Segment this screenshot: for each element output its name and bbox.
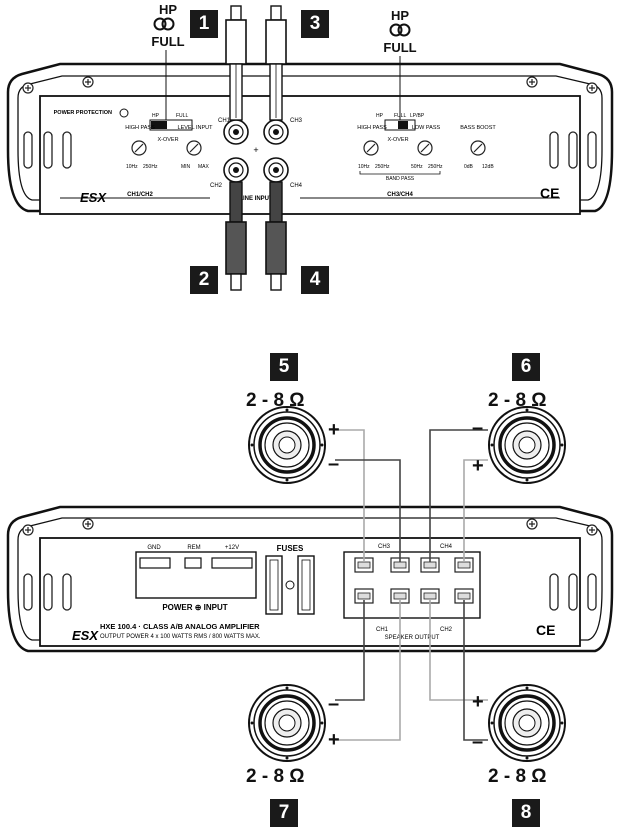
esx-logo-top: ESX <box>80 190 107 205</box>
xover-right: X-OVER <box>387 137 408 143</box>
output-power-label: OUTPUT POWER 4 x 100 WATTS RMS / 800 WAT… <box>100 634 261 640</box>
lpbp-mini-right: LP/BP <box>410 113 425 119</box>
xover-left: X-OVER <box>157 137 178 143</box>
hp-mini-left: HP <box>152 113 160 119</box>
polarity-plus-6: + <box>472 455 484 477</box>
bass-boost-knob[interactable] <box>470 140 486 156</box>
model-label: HXE 100.4 · CLASS A/B ANALOG AMPLIFIER <box>100 622 260 631</box>
min-left: MIN <box>181 164 191 170</box>
speaker-8 <box>487 683 567 763</box>
switch-full-label-left: FULL <box>151 34 185 49</box>
max-left: MAX <box>198 164 210 170</box>
esx-logo-bottom: ESX <box>72 628 99 643</box>
power-protection-label: POWER PROTECTION <box>54 110 112 116</box>
high-pass-knob-right[interactable] <box>363 140 379 156</box>
polarity-plus-7: + <box>328 729 340 751</box>
full-mini-left: FULL <box>176 113 188 119</box>
callout-badge-2: 2 <box>190 266 218 294</box>
callout-badge-7: 7 <box>270 799 298 827</box>
ch4-label-bottom: CH4 <box>440 544 453 550</box>
bass-boost-label: BASS BOOST <box>460 125 496 131</box>
polarity-plus-5: + <box>328 419 340 441</box>
switch-hp-label-right: HP <box>390 8 410 23</box>
speaker-5 <box>247 405 327 485</box>
rca-plug-1 <box>225 5 247 121</box>
ch12-label: CH1/CH2 <box>127 192 153 198</box>
high-pass-right: HIGH PASS <box>357 125 387 131</box>
switch-hp-label-left: HP <box>158 2 178 17</box>
callout-badge-6: 6 <box>512 353 540 381</box>
ch2-label-bottom: CH2 <box>440 627 453 633</box>
db12-label: 12dB <box>482 164 494 170</box>
rca-plug-2 <box>225 181 247 291</box>
xover-switch-left[interactable] <box>149 119 193 131</box>
hp-mini-right: HP <box>376 113 384 119</box>
polarity-plus-8: + <box>472 691 484 713</box>
switch-icon-right <box>389 23 411 37</box>
v12-terminal[interactable] <box>211 557 253 569</box>
gnd-label: GND <box>147 545 161 551</box>
rca-jack-ch4[interactable] <box>263 157 289 183</box>
callout-badge-1: 1 <box>190 10 218 38</box>
hz250-right-b: 250Hz <box>428 164 443 170</box>
polarity-minus-8: – <box>472 731 484 753</box>
bottom-amplifier-panel: GND REM +12V POWER ⊕ INPUT FUSES CH3 CH4… <box>6 505 614 653</box>
top-amplifier-panel: POWER PROTECTION HP FULL HIGH PASS X-OVE… <box>6 62 614 215</box>
callout-badge-4: 4 <box>301 266 329 294</box>
hz50-right: 50Hz <box>411 164 423 170</box>
polarity-minus-7: – <box>328 693 340 715</box>
speaker-output-label: SPEAKER OUTPUT <box>385 635 440 641</box>
ch1-label-bottom: CH1 <box>376 627 389 633</box>
ce-mark-top: CE <box>540 185 559 201</box>
hz10-right: 10Hz <box>358 164 370 170</box>
rca-plug-3 <box>265 5 287 121</box>
ch34-label: CH3/CH4 <box>387 192 413 198</box>
v12-label: +12V <box>225 545 239 551</box>
ch4-label-top: CH4 <box>290 183 303 189</box>
rca-jack-ch1[interactable] <box>223 119 249 145</box>
band-pass-label: BAND PASS <box>386 176 415 182</box>
polarity-minus-5: – <box>328 453 340 475</box>
gnd-terminal[interactable] <box>139 557 171 569</box>
fuses-label: FUSES <box>277 544 304 553</box>
ch3-label-top: CH3 <box>290 118 303 124</box>
power-led <box>119 108 129 118</box>
high-pass-left: HIGH PASS <box>125 125 155 131</box>
ce-mark-bottom: CE <box>536 622 555 638</box>
ch3-label-bottom: CH3 <box>378 544 391 550</box>
speaker-wires <box>335 429 488 741</box>
level-knob-left[interactable] <box>186 140 202 156</box>
rem-label: REM <box>187 545 200 551</box>
high-pass-knob-left[interactable] <box>131 140 147 156</box>
hz10-left: 10Hz <box>126 164 138 170</box>
switch-icon-left <box>153 17 175 31</box>
level-input-left: LEVEL INPUT <box>178 125 214 131</box>
hz250-right-a: 250Hz <box>375 164 390 170</box>
ch1-label-top: CH1 <box>218 118 231 124</box>
rca-jack-ch3[interactable] <box>263 119 289 145</box>
hz250-left: 250Hz <box>143 164 158 170</box>
speaker-7 <box>247 683 327 763</box>
db0-label: 0dB <box>464 164 474 170</box>
impedance-label-5: 2 - 8 Ω <box>246 390 305 411</box>
callout-badge-5: 5 <box>270 353 298 381</box>
rca-jack-ch2[interactable] <box>223 157 249 183</box>
callout-badge-8: 8 <box>512 799 540 827</box>
power-input-label: POWER ⊕ INPUT <box>162 603 227 612</box>
ch2-label-top: CH2 <box>210 183 223 189</box>
impedance-label-6: 2 - 8 Ω <box>488 390 547 411</box>
impedance-label-7: 2 - 8 Ω <box>246 766 305 787</box>
rem-terminal[interactable] <box>184 557 202 569</box>
line-input-label: LINE INPUT <box>239 196 273 202</box>
impedance-label-8: 2 - 8 Ω <box>488 766 547 787</box>
low-pass-right: LOW PASS <box>412 125 441 131</box>
polarity-minus-6: – <box>472 417 484 439</box>
line-input-symbol: + <box>253 145 258 155</box>
callout-badge-3: 3 <box>301 10 329 38</box>
low-pass-knob-right[interactable] <box>417 140 433 156</box>
rca-plug-4 <box>265 181 287 291</box>
speaker-6 <box>487 405 567 485</box>
switch-full-label-right: FULL <box>383 40 417 55</box>
